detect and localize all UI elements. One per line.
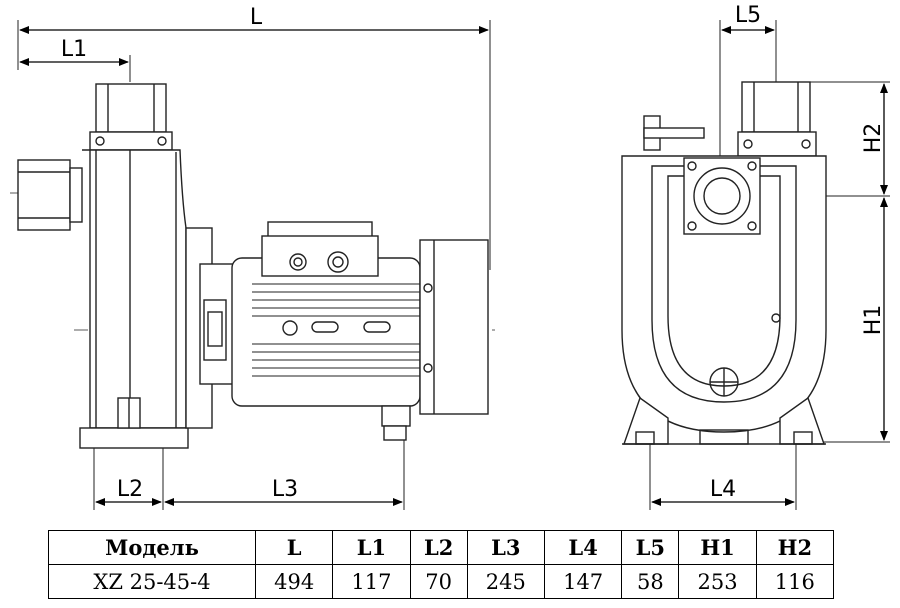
spec-table-row: XZ 25-45-4 494 117 70 245 147 58 253 116 — [48, 564, 835, 599]
dim-label-L4: L4 — [710, 477, 736, 502]
spec-header-L4: L4 — [543, 530, 623, 565]
dim-label-L: L — [250, 5, 263, 30]
dim-label-L1: L1 — [61, 37, 87, 62]
spec-header-L3: L3 — [466, 530, 545, 565]
spec-cell-model: XZ 25-45-4 — [48, 564, 256, 599]
spec-cell-L5: 58 — [621, 564, 680, 599]
spec-cell-L4: 147 — [543, 564, 623, 599]
spec-cell-H1: 253 — [678, 564, 757, 599]
spec-cell-L1: 117 — [332, 564, 411, 599]
dim-label-H2: H2 — [861, 123, 886, 154]
pump-front-view — [621, 20, 890, 510]
dim-label-H1: H1 — [861, 305, 886, 336]
pump-side-view — [10, 20, 495, 510]
spec-cell-H2: 116 — [755, 564, 835, 599]
dim-label-L3: L3 — [272, 477, 298, 502]
spec-cell-L2: 70 — [409, 564, 468, 599]
dimension-labels: L L1 L2 L3 L4 L5 H2 H1 — [61, 3, 886, 502]
spec-table: Модель L L1 L2 L3 L4 L5 H1 H2 XZ 25-45-4… — [48, 530, 835, 599]
spec-table-header-row: Модель L L1 L2 L3 L4 L5 H1 H2 — [48, 530, 835, 565]
spec-cell-L3: 245 — [466, 564, 545, 599]
dim-label-L2: L2 — [117, 477, 143, 502]
dim-label-L5: L5 — [735, 3, 761, 28]
spec-cell-L: 494 — [254, 564, 334, 599]
spec-header-H2: H2 — [755, 530, 835, 565]
pump-technical-drawing: L L1 L2 L3 L4 L5 H2 H1 — [10, 3, 890, 510]
dimension-lines — [19, 26, 888, 506]
spec-header-H1: H1 — [678, 530, 757, 565]
spec-header-L2: L2 — [409, 530, 468, 565]
spec-header-model: Модель — [48, 530, 256, 565]
spec-header-L1: L1 — [332, 530, 411, 565]
spec-header-L5: L5 — [621, 530, 680, 565]
spec-header-L: L — [254, 530, 334, 565]
